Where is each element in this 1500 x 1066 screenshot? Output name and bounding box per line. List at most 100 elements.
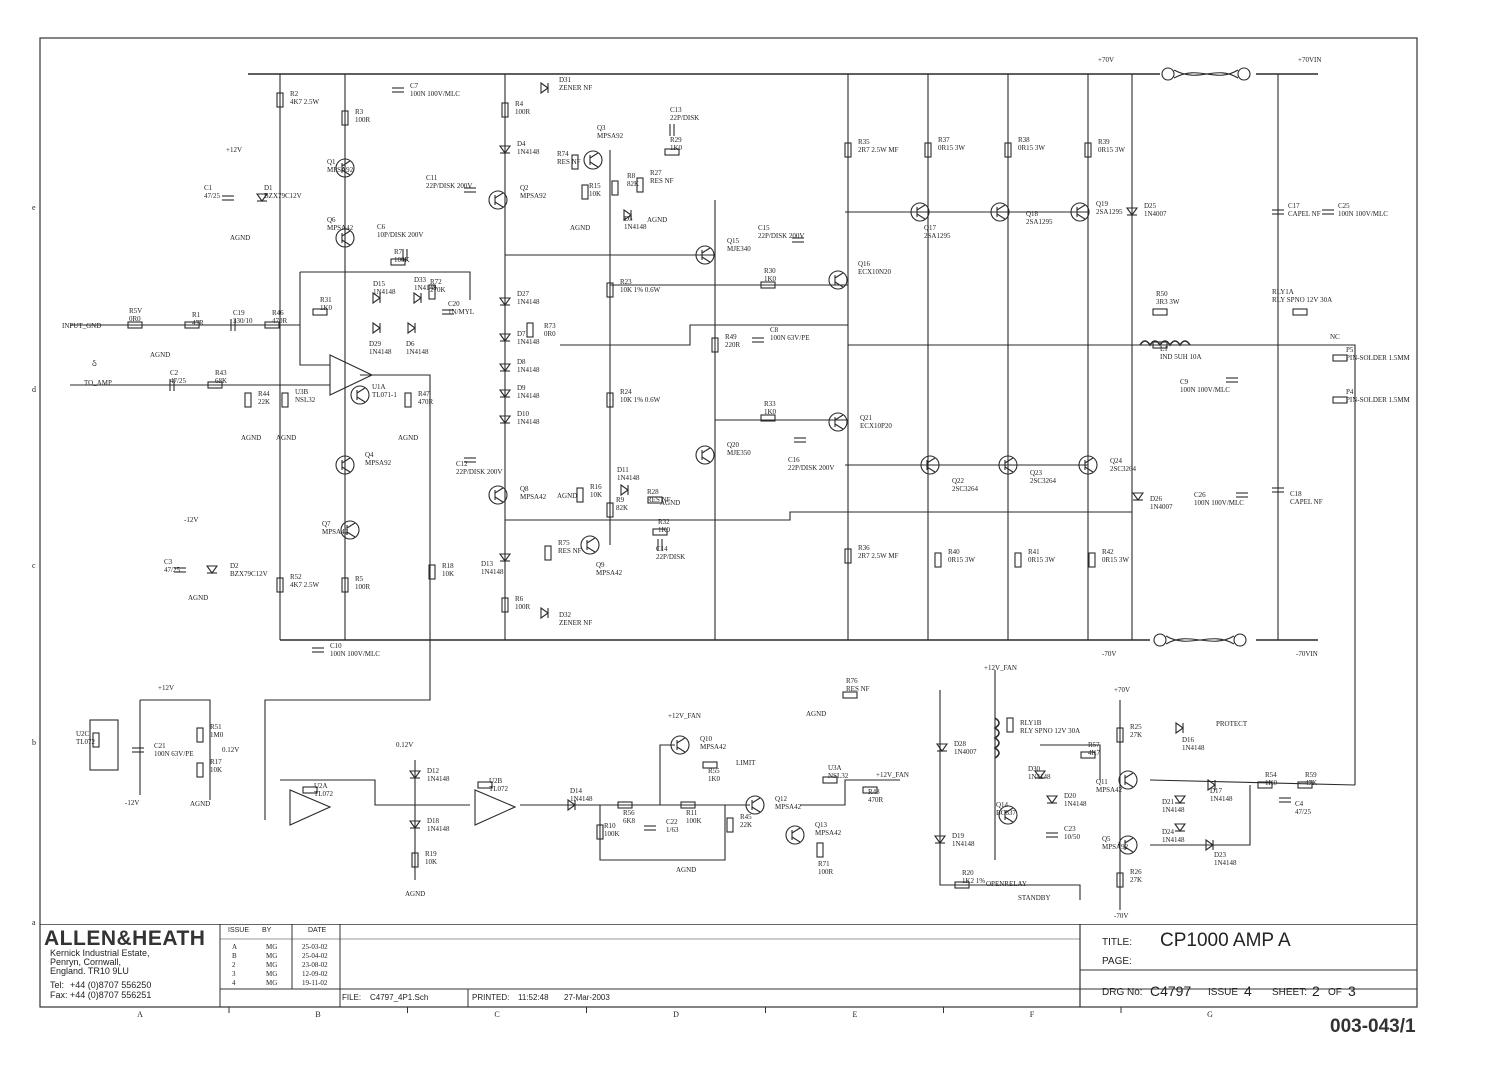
label-d33-value: 1N4148 — [414, 284, 437, 292]
label-d24-value: 1N4148 — [1162, 836, 1185, 844]
component-r31 — [312, 308, 328, 316]
column-marker-b: B — [315, 1010, 320, 1019]
label-d4-value: 1N4148 — [517, 148, 540, 156]
label-c11-ref: C11 — [426, 174, 438, 182]
label-c23-value: 10/50 — [1064, 833, 1080, 841]
page-label: PAGE: — [1102, 956, 1132, 967]
label-r59-value: 47K — [1305, 779, 1317, 787]
label-d9-ref: D9 — [517, 384, 526, 392]
component-r29 — [664, 148, 680, 156]
label-c2-ref: C2 — [170, 369, 179, 377]
component-c19 — [230, 319, 236, 331]
component-r25 — [1116, 727, 1124, 743]
label-c19-value: 330/10 — [233, 317, 253, 325]
label-q21-value: ECX10P20 — [860, 422, 892, 430]
label-r18-value: 10K — [442, 570, 454, 578]
component-r26 — [1116, 872, 1124, 888]
label-r76-ref: R76 — [846, 677, 858, 685]
title-value: CP1000 AMP A — [1160, 930, 1291, 951]
component-r49 — [711, 337, 719, 353]
component-u2b — [477, 781, 493, 789]
label-r27-value: RES NF — [650, 177, 674, 185]
label-r4-ref: R4 — [515, 100, 524, 108]
label-q24-value: 2SC3264 — [1110, 465, 1137, 473]
component-c7 — [392, 87, 404, 93]
label-d7-value: 1N4148 — [517, 338, 540, 346]
revision-cell: 25-04-02 — [302, 952, 328, 960]
label-r36-ref: R36 — [858, 544, 870, 552]
label-r18-ref: R18 — [442, 562, 454, 570]
label-d1-value: BZX79C12V — [264, 192, 302, 200]
component-q10 — [670, 735, 690, 755]
net-label-agnd: AGND — [806, 710, 826, 718]
label-d4-ref: D4 — [517, 140, 526, 148]
revision-cell: MG — [266, 943, 278, 951]
component-r4 — [501, 102, 509, 118]
label-q4-ref: Q4 — [365, 451, 374, 459]
revision-cell: A — [232, 943, 238, 951]
label-c1-value: 47/25 — [204, 192, 220, 200]
component-r9 — [606, 502, 614, 518]
net-label-agnd: AGND — [570, 224, 590, 232]
label-c26-value: 100N 100V/MLC — [1194, 499, 1244, 507]
column-marker-f: F — [1030, 1010, 1035, 1019]
revision-cell: 23-08-02 — [302, 961, 328, 969]
net-label-plus12v-fan: +12V_FAN — [984, 664, 1017, 672]
label-c13-ref: C13 — [670, 106, 682, 114]
label-r24-value: 10K 1% 0.6W — [620, 396, 661, 404]
column-marker-c: C — [494, 1010, 499, 1019]
label-r73-value: 0R0 — [544, 330, 556, 338]
component-d33 — [413, 291, 422, 305]
fuse-f2-symbol — [1153, 633, 1247, 647]
label-r5-value: 100R — [355, 583, 371, 591]
opamp-u2b-symbol — [474, 789, 517, 826]
label-r16-value: 10K — [590, 491, 602, 499]
label-r46-ref: R46 — [272, 309, 284, 317]
label-u3a-value: NSL32 — [828, 772, 849, 780]
net-label-minus12v: -12V — [184, 516, 198, 524]
label-r15-ref: R15 — [589, 182, 601, 190]
net-label-agnd: AGND — [188, 594, 208, 602]
label-d10-value: 1N4148 — [517, 418, 540, 426]
label-r27-ref: R27 — [650, 169, 662, 177]
label-q22-ref: Q22 — [952, 477, 965, 485]
component-d20 — [1045, 795, 1059, 804]
component-q18 — [990, 202, 1010, 222]
label-r5v-ref: R5V — [129, 307, 142, 315]
label-u2a-value: TL072 — [314, 790, 334, 798]
component-c10 — [312, 647, 324, 653]
label-r39-value: 0R15 3W — [1098, 146, 1125, 154]
label-r37-value: 0R15 3W — [938, 144, 965, 152]
component-q4 — [335, 455, 355, 475]
label-r3-ref: R3 — [355, 108, 364, 116]
label-c7-ref: C7 — [410, 82, 419, 90]
label-r10-ref: R10 — [604, 822, 616, 830]
component-r5 — [341, 577, 349, 593]
net-label-plus12v: +12V — [226, 146, 242, 154]
label-d12-ref: D12 — [427, 767, 440, 775]
component-q20 — [695, 445, 715, 465]
net-label-plus12v: +12V — [158, 684, 174, 692]
label-r42-value: 0R15 3W — [1102, 556, 1129, 564]
revision-cell: 25-03-02 — [302, 943, 328, 951]
label-u2c-value: TL072 — [76, 738, 96, 746]
label-r48-ref: R48 — [868, 788, 880, 796]
label-d26-value: 1N4007 — [1150, 503, 1173, 511]
label-c3-value: 47/25 — [164, 566, 180, 574]
label-c8-ref: C8 — [770, 326, 779, 334]
label-d7-ref: D7 — [517, 330, 526, 338]
label-r9-ref: R9 — [616, 496, 625, 504]
label-q14-value: BC637 — [996, 809, 1016, 817]
label-q9-value: MPSA42 — [596, 569, 623, 577]
label-r48-value: 470R — [868, 796, 884, 804]
label-r33-ref: R33 — [764, 400, 776, 408]
label-q23-ref: Q23 — [1030, 469, 1043, 477]
generated-symbols — [92, 81, 1348, 889]
label-p4-ref: P4 — [1346, 388, 1354, 396]
inductor-l1-symbol — [1139, 340, 1191, 347]
label-r75-value: RES NF — [558, 547, 582, 555]
component-r48 — [862, 786, 878, 794]
component-r6 — [501, 597, 509, 613]
sheet-label: SHEET: — [1272, 987, 1308, 998]
